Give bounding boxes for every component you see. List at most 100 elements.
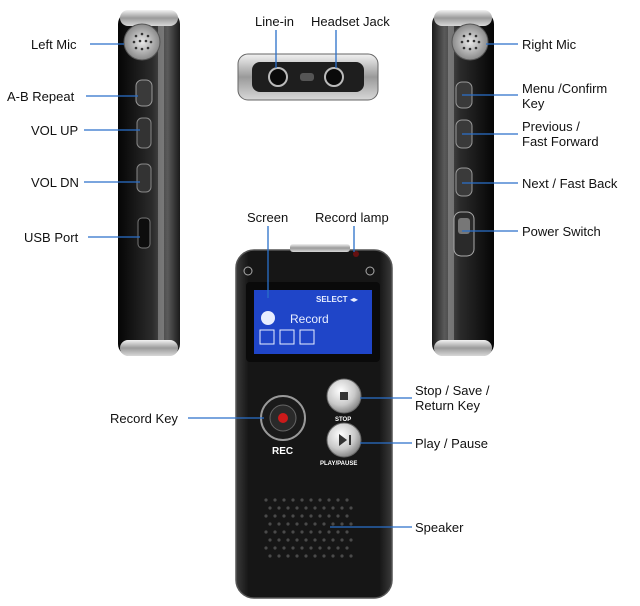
speaker-hole (322, 554, 326, 558)
label-left-mic: Left Mic (31, 37, 77, 52)
left-mic-grille (123, 23, 161, 61)
speaker-hole (282, 530, 286, 534)
speaker-hole (349, 554, 353, 558)
speaker-hole (291, 530, 295, 534)
speaker-hole (340, 538, 344, 542)
screen-icon-2 (279, 329, 295, 345)
speaker-hole (264, 546, 268, 550)
speaker-hole (304, 522, 308, 526)
speaker-hole (336, 514, 340, 518)
speaker-hole (295, 522, 299, 526)
speaker-hole (295, 538, 299, 542)
speaker-hole (340, 522, 344, 526)
right-mic-grille (451, 23, 489, 61)
right-top-cap (434, 10, 492, 26)
speaker-hole (331, 538, 335, 542)
usb-port (137, 217, 151, 249)
speaker-hole (318, 546, 322, 550)
label-headset-jack: Headset Jack (311, 14, 390, 29)
speaker-hole (282, 546, 286, 550)
speaker-hole (277, 538, 281, 542)
left-side-view (118, 10, 180, 356)
speaker-hole (295, 506, 299, 510)
play-key-glyph (339, 434, 347, 446)
right-chrome-edge (448, 20, 454, 350)
speaker-hole (273, 498, 277, 502)
speaker-hole (318, 514, 322, 518)
front-view: SELECT ◂▸ Record REC STOP PLAY/PAUSE (235, 244, 393, 599)
label-menu-confirm-2: Key (522, 96, 545, 111)
right-mic-holes (460, 32, 481, 51)
speaker-hole (331, 506, 335, 510)
label-record-lamp: Record lamp (315, 210, 389, 225)
speaker-hole (336, 530, 340, 534)
screen-icon-1 (259, 329, 275, 345)
left-bottom-cap (120, 340, 178, 356)
speaker-hole (304, 506, 308, 510)
speaker-hole (286, 506, 290, 510)
speaker-hole (268, 538, 272, 542)
top-mid-slot (300, 73, 314, 81)
stop-text: STOP (335, 417, 351, 423)
power-slider (458, 218, 470, 234)
speaker-hole (264, 530, 268, 534)
speaker-hole (349, 506, 353, 510)
speaker-hole (268, 506, 272, 510)
pause-key-glyph (349, 435, 351, 445)
label-previous-2: Fast Forward (522, 134, 599, 149)
screen-icon-3 (299, 329, 315, 345)
speaker-hole (336, 546, 340, 550)
record-lamp (353, 251, 359, 257)
speaker-hole (304, 554, 308, 558)
speaker-hole (273, 514, 277, 518)
speaker-hole (313, 506, 317, 510)
speaker-hole (277, 554, 281, 558)
speaker-hole (300, 498, 304, 502)
speaker-hole (309, 530, 313, 534)
speaker-hole (268, 522, 272, 526)
play-text: PLAY/PAUSE (320, 461, 357, 467)
front-screw-right (365, 266, 375, 276)
label-usb-port: USB Port (24, 230, 79, 245)
speaker-hole (291, 498, 295, 502)
screen-select-text: SELECT (316, 295, 348, 304)
speaker-hole (286, 538, 290, 542)
label-stop-save-1: Stop / Save / (415, 383, 490, 398)
left-chrome-edge (158, 20, 164, 350)
speaker-hole (349, 538, 353, 542)
speaker-hole (322, 538, 326, 542)
label-ab-repeat: A-B Repeat (7, 89, 75, 104)
speaker-hole (309, 498, 313, 502)
speaker-hole (331, 522, 335, 526)
speaker-hole (322, 522, 326, 526)
speaker-hole (349, 522, 353, 526)
speaker-hole (300, 514, 304, 518)
speaker-hole (277, 522, 281, 526)
speaker-hole (327, 514, 331, 518)
rec-text: REC (272, 446, 293, 457)
speaker-hole (313, 554, 317, 558)
right-bottom-cap (434, 340, 492, 356)
speaker-hole (322, 506, 326, 510)
label-previous-1: Previous / (522, 119, 580, 134)
headset-jack (324, 67, 344, 87)
line-in-jack (268, 67, 288, 87)
speaker-hole (268, 554, 272, 558)
speaker-hole (286, 554, 290, 558)
speaker-hole (327, 498, 331, 502)
speaker-hole (336, 498, 340, 502)
speaker-hole (273, 546, 277, 550)
label-right-mic: Right Mic (522, 37, 577, 52)
speaker-hole (277, 506, 281, 510)
speaker-hole (309, 514, 313, 518)
speaker-hole (345, 498, 349, 502)
speaker-hole (282, 514, 286, 518)
speaker-hole (264, 514, 268, 518)
callout-lines (84, 30, 518, 528)
ab-repeat-key (135, 79, 153, 107)
label-screen: Screen (247, 210, 289, 225)
speaker-grille (264, 498, 353, 558)
speaker-hole (313, 522, 317, 526)
speaker-hole (345, 546, 349, 550)
